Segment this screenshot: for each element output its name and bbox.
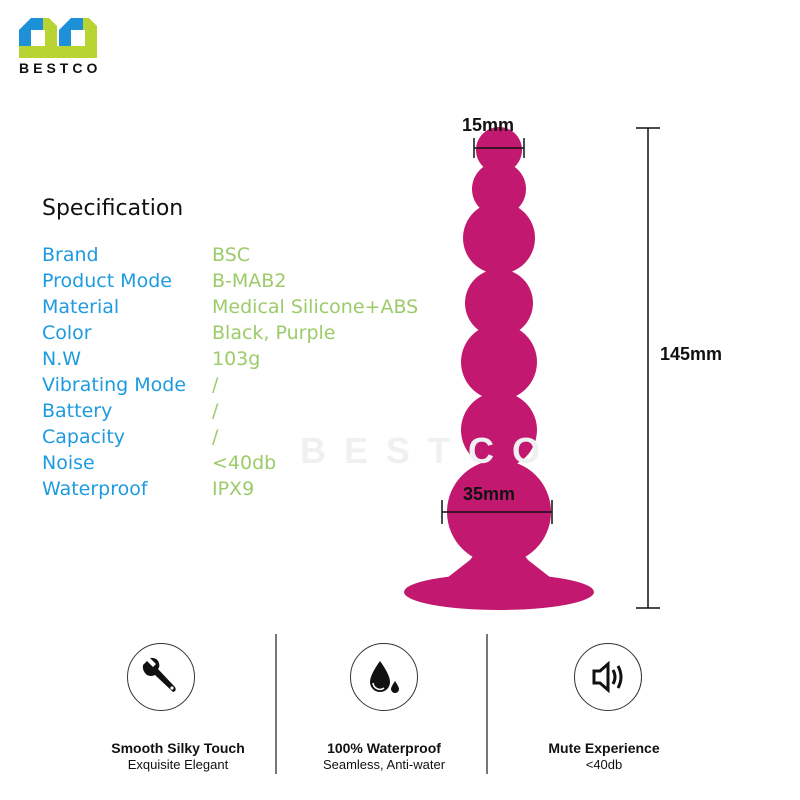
spec-value: <40db bbox=[212, 452, 277, 474]
feature-subtitle: Exquisite Elegant bbox=[127, 757, 229, 772]
spec-value: / bbox=[212, 374, 219, 396]
spec-value: / bbox=[212, 400, 219, 422]
product-image bbox=[404, 127, 660, 610]
spec-label: Battery bbox=[42, 400, 113, 422]
spec-value: B-MAB2 bbox=[212, 270, 287, 292]
spec-row: Vibrating Mode / bbox=[42, 372, 218, 398]
spec-label: N.W bbox=[42, 348, 82, 370]
spec-label: Brand bbox=[42, 244, 99, 266]
spec-value: 103g bbox=[212, 348, 261, 370]
feature-waterproof: 100% Waterproof Seamless, Anti-water bbox=[284, 740, 484, 772]
spec-value: IPX9 bbox=[212, 478, 255, 500]
spec-row: Noise <40db bbox=[42, 450, 276, 476]
spec-label: Waterproof bbox=[42, 478, 148, 500]
base-width-label: 35mm bbox=[463, 484, 516, 504]
feature-mute: Mute Experience <40db bbox=[504, 740, 704, 772]
spec-row: Product Mode B-MAB2 bbox=[42, 268, 286, 294]
spec-value: BSC bbox=[212, 244, 251, 266]
spec-label: Capacity bbox=[42, 426, 126, 448]
spec-row: Brand BSC bbox=[42, 242, 250, 268]
spec-row: Color Black, Purple bbox=[42, 320, 336, 346]
spec-label: Material bbox=[42, 296, 120, 318]
feature-subtitle: Seamless, Anti-water bbox=[322, 757, 446, 772]
watermark: BESTCO bbox=[300, 430, 559, 471]
feature-smooth: Smooth Silky Touch Exquisite Elegant bbox=[78, 740, 278, 772]
spec-label: Vibrating Mode bbox=[42, 374, 187, 396]
feature-title: 100% Waterproof bbox=[327, 740, 441, 756]
spec-row: Material Medical Silicone+ABS bbox=[42, 294, 418, 320]
feature-subtitle: <40db bbox=[585, 757, 623, 772]
top-width-label: 15mm bbox=[462, 115, 515, 135]
spec-row: N.W 103g bbox=[42, 346, 260, 372]
feature-title: Smooth Silky Touch bbox=[111, 740, 245, 756]
spec-label: Noise bbox=[42, 452, 95, 474]
spec-value: Medical Silicone+ABS bbox=[212, 296, 419, 318]
length-label: 145mm bbox=[660, 344, 723, 364]
spec-title: Specification bbox=[42, 196, 184, 221]
spec-row: Battery / bbox=[42, 398, 218, 424]
spec-value: / bbox=[212, 426, 219, 448]
water-drop-icon bbox=[350, 643, 418, 711]
speaker-icon bbox=[574, 643, 642, 711]
divider bbox=[486, 634, 488, 774]
spec-row: Waterproof IPX9 bbox=[42, 476, 254, 502]
spec-label: Color bbox=[42, 322, 92, 344]
bestco-logo-icon bbox=[19, 18, 97, 58]
spec-value: Black, Purple bbox=[212, 322, 336, 344]
spec-label: Product Mode bbox=[42, 270, 172, 292]
feature-title: Mute Experience bbox=[548, 740, 660, 756]
spec-row: Capacity / bbox=[42, 424, 218, 450]
wrench-icon bbox=[127, 643, 195, 711]
divider bbox=[275, 634, 277, 774]
logo-text: BESTCO bbox=[19, 60, 102, 76]
